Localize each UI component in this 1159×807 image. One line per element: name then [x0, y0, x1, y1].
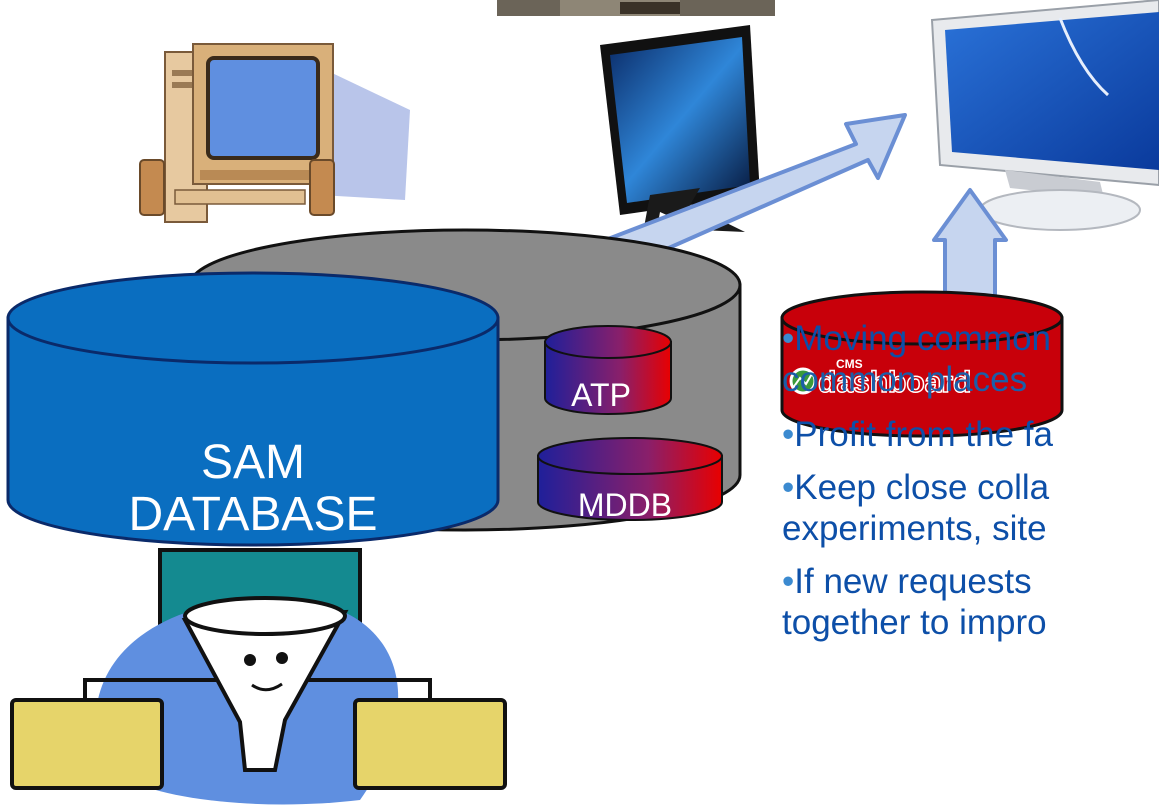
- bullet-text: Keep close colla: [794, 468, 1050, 507]
- desktop-computer-icon: [139, 43, 410, 223]
- bullet-item-4: •If new requests: [782, 561, 1159, 602]
- bullet-text: Moving common: [794, 319, 1052, 358]
- cms-dashboard-logo: CMS dashboard: [789, 357, 972, 400]
- sam-database-label-line1: SAM: [201, 436, 305, 489]
- lcd-monitor-icon: [930, 0, 1159, 231]
- sam-database-label-line2: DATABASE: [129, 488, 378, 541]
- bullet-list: •Moving common common places •Profit fro…: [782, 318, 1159, 778]
- bullet-item-1-continued: common places: [782, 359, 1159, 400]
- sam-database-cylinder: SAM DATABASE: [6, 271, 500, 547]
- bullet-dot: •: [782, 562, 795, 601]
- bullet-dot: •: [782, 319, 795, 358]
- bullet-item-4-continued: together to impro: [782, 602, 1159, 643]
- data-filter-funnel-icon: [10, 548, 507, 805]
- bullet-text: experiments, site: [782, 509, 1047, 548]
- bullet-item-3: •Keep close colla: [782, 467, 1159, 508]
- atp-label: ATP: [571, 377, 631, 413]
- bullet-dot: •: [782, 415, 795, 454]
- bullet-text: Profit from the fa: [794, 415, 1053, 454]
- mddb-cylinder: MDDB: [537, 437, 723, 523]
- dashboard-logo-word: dashboard: [818, 366, 971, 399]
- dashboard-logo-cms: CMS: [836, 357, 863, 371]
- photo-thumbnail: [497, 0, 775, 16]
- bullet-item-2: •Profit from the fa: [782, 414, 1159, 455]
- flat-screen-monitor-icon: [600, 25, 760, 240]
- bullet-item-3-continued: experiments, site: [782, 508, 1159, 549]
- bullet-text: together to impro: [782, 603, 1047, 642]
- data-flow-arrow-up: [932, 188, 1008, 302]
- dashboard-cylinder: [780, 290, 1064, 438]
- mddb-label: MDDB: [578, 487, 672, 523]
- atp-cylinder: ATP: [544, 325, 672, 415]
- bullet-item-1: •Moving common: [782, 318, 1159, 359]
- bullet-dot: •: [782, 468, 795, 507]
- bullet-text: If new requests: [794, 562, 1032, 601]
- bullet-text: common places: [782, 360, 1028, 399]
